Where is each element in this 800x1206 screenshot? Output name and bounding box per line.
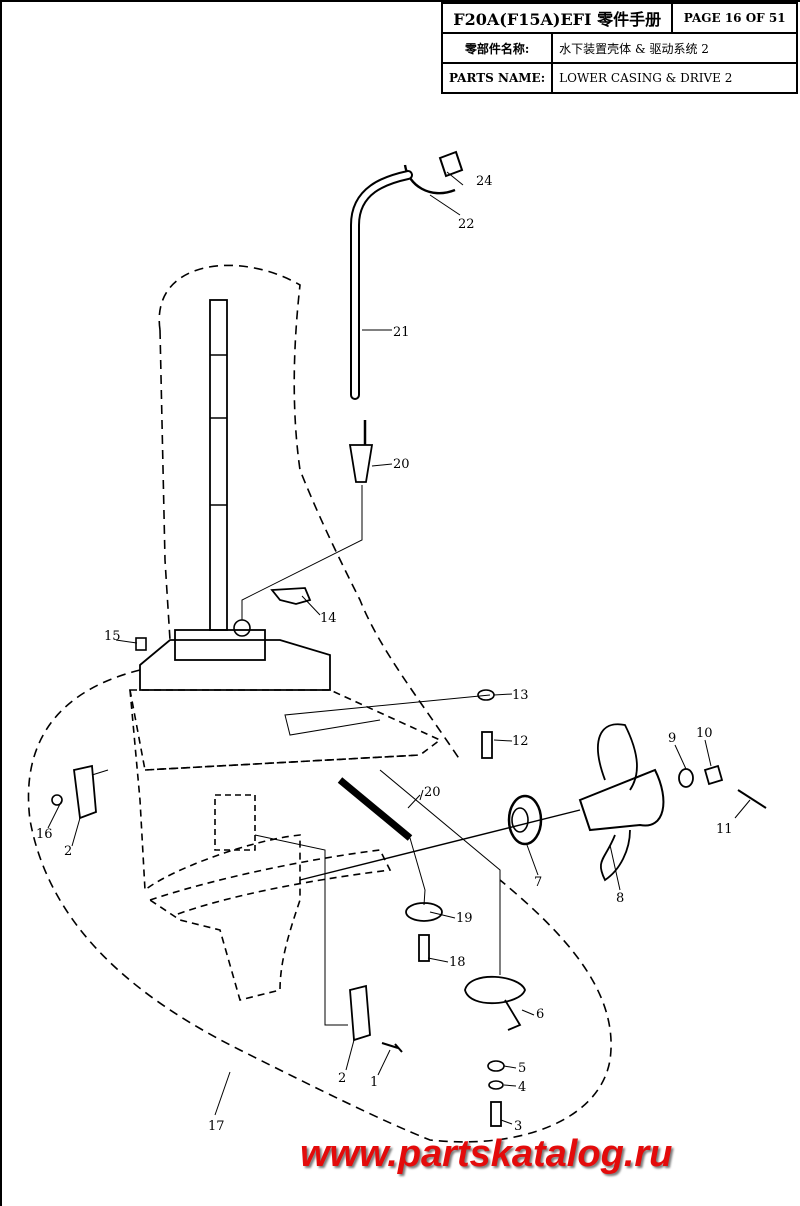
part-5-washer <box>487 1060 505 1072</box>
parts-name-value-cn: 水下装置壳体 & 驱动系统 2 <box>551 32 798 64</box>
gear-case-top-plate <box>129 689 442 771</box>
callout-11: 11 <box>716 822 733 837</box>
title-block: F20A(F15A)EFI 零件手册 PAGE 16 OF 51 零部件名称: … <box>440 2 798 94</box>
gear-case-midline <box>144 754 421 771</box>
part-23-clip <box>403 164 456 195</box>
watermark-text: www.partskatalog.ru <box>300 1133 673 1175</box>
part-14-seal <box>270 587 312 605</box>
callout-9: 9 <box>668 731 676 746</box>
part-21-fitting <box>348 444 374 483</box>
water-inlet-grille <box>214 794 256 851</box>
gear-case-torpedo <box>149 849 392 916</box>
part-4-washer <box>488 1080 504 1090</box>
part-9-washer <box>678 768 694 788</box>
callout-19: 19 <box>456 911 473 926</box>
callout-17: 17 <box>208 1119 225 1134</box>
document-title: F20A(F15A)EFI 零件手册 <box>440 2 674 34</box>
lower-unit-outline-upper <box>158 264 461 761</box>
part-7-thrust-washer <box>507 794 543 846</box>
callout-6: 6 <box>536 1007 544 1022</box>
part-12-bolt <box>481 731 493 759</box>
part-22-water-tube <box>350 170 413 400</box>
parts-name-value-en: LOWER CASING & DRIVE 2 <box>551 62 798 94</box>
gear-case-housing <box>129 689 301 1001</box>
lower-unit-outline-loop <box>27 669 612 1143</box>
part-18-bolt <box>418 934 430 962</box>
callout-18: 18 <box>449 955 466 970</box>
parts-name-label-cn: 零部件名称: <box>440 32 554 64</box>
callout-4: 4 <box>518 1080 526 1095</box>
callout-20: 20 <box>424 785 441 800</box>
part-20-rod <box>337 777 413 841</box>
callout-2-upper: 2 <box>64 844 72 859</box>
callout-labels: 24 22 21 20 14 15 13 12 20 16 2 19 18 6 … <box>36 174 733 1134</box>
part-15-pin <box>135 637 147 651</box>
part-24-cap <box>438 150 464 178</box>
part-3-bolt <box>490 1101 502 1127</box>
water-pump-housing <box>139 639 331 691</box>
part-2-anode-lower <box>349 984 371 1042</box>
part-19-plate <box>405 902 443 922</box>
callout-15: 15 <box>104 629 121 644</box>
part-10-nut <box>703 764 724 786</box>
part-1-screw <box>381 1042 403 1053</box>
pump-cover <box>174 629 266 661</box>
part-11-cotter-pin <box>737 789 767 809</box>
part-8-propeller <box>578 768 665 832</box>
callout-7: 7 <box>534 875 542 890</box>
callout-23: 22 <box>458 217 475 232</box>
callout-10: 10 <box>696 726 713 741</box>
callout-5: 5 <box>518 1061 526 1076</box>
callout-13: 13 <box>512 688 529 703</box>
lower-unit-outline-inner <box>159 329 171 641</box>
callout-21: 20 <box>393 457 410 472</box>
callout-24: 24 <box>476 174 493 189</box>
callout-16: 16 <box>36 827 53 842</box>
callout-14: 14 <box>320 611 337 626</box>
callout-1: 1 <box>370 1075 378 1090</box>
drive-shaft <box>209 299 228 631</box>
part-6-trim-tab <box>464 975 526 1031</box>
callout-2-lower: 2 <box>338 1071 346 1086</box>
callout-8: 8 <box>616 891 624 906</box>
part-2-anode-upper <box>73 764 97 820</box>
callout-3: 3 <box>514 1119 522 1134</box>
callout-12: 12 <box>512 734 529 749</box>
page-number: PAGE 16 OF 51 <box>671 2 798 34</box>
callout-22: 21 <box>393 325 410 340</box>
parts-name-label-en: PARTS NAME: <box>440 62 554 94</box>
